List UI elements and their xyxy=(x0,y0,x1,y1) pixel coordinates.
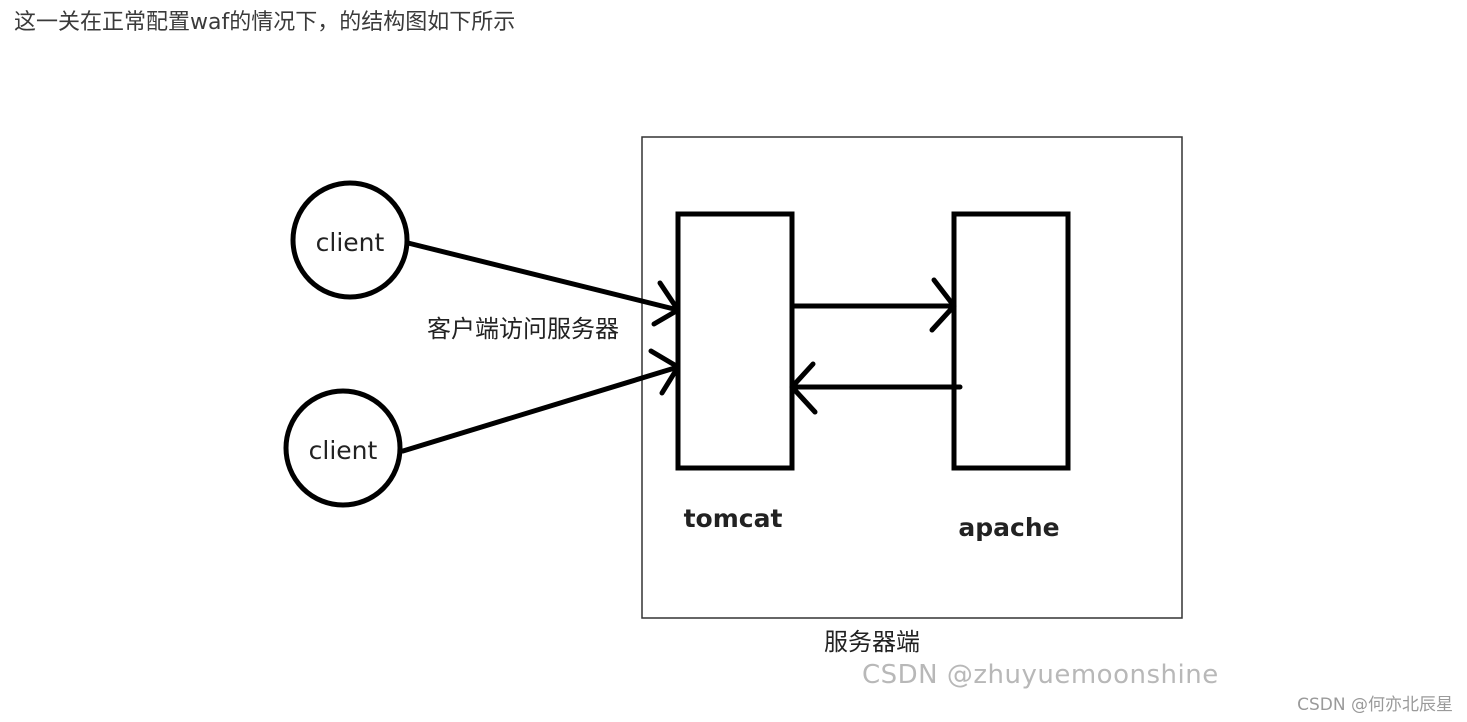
watermark: CSDN @zhuyuemoonshine xyxy=(862,660,1219,690)
access-label: 客户端访问服务器 xyxy=(427,315,619,343)
apache-label: apache xyxy=(958,513,1059,542)
client-node-top: client xyxy=(290,180,410,300)
arrow-apache-to-tomcat xyxy=(789,361,963,415)
apache-box xyxy=(951,211,1071,471)
server-label: 服务器端 xyxy=(824,628,920,656)
client-circle-top xyxy=(290,180,410,300)
arrow-client-bottom-to-tomcat xyxy=(400,348,681,454)
arrow-client-top-to-tomcat xyxy=(405,240,681,327)
client-node-bottom: client xyxy=(283,388,403,508)
csdn-author-mark: CSDN @何亦北辰星 xyxy=(1297,695,1453,715)
client-circle-bottom xyxy=(283,388,403,508)
tomcat-box xyxy=(675,211,795,471)
client-label-bottom: client xyxy=(309,436,378,465)
tomcat-label: tomcat xyxy=(684,504,783,533)
intro-text: 这一关在正常配置waf的情况下，的结构图如下所示 xyxy=(14,10,516,35)
arrow-tomcat-to-apache xyxy=(789,277,957,333)
client-label-top: client xyxy=(316,228,385,257)
